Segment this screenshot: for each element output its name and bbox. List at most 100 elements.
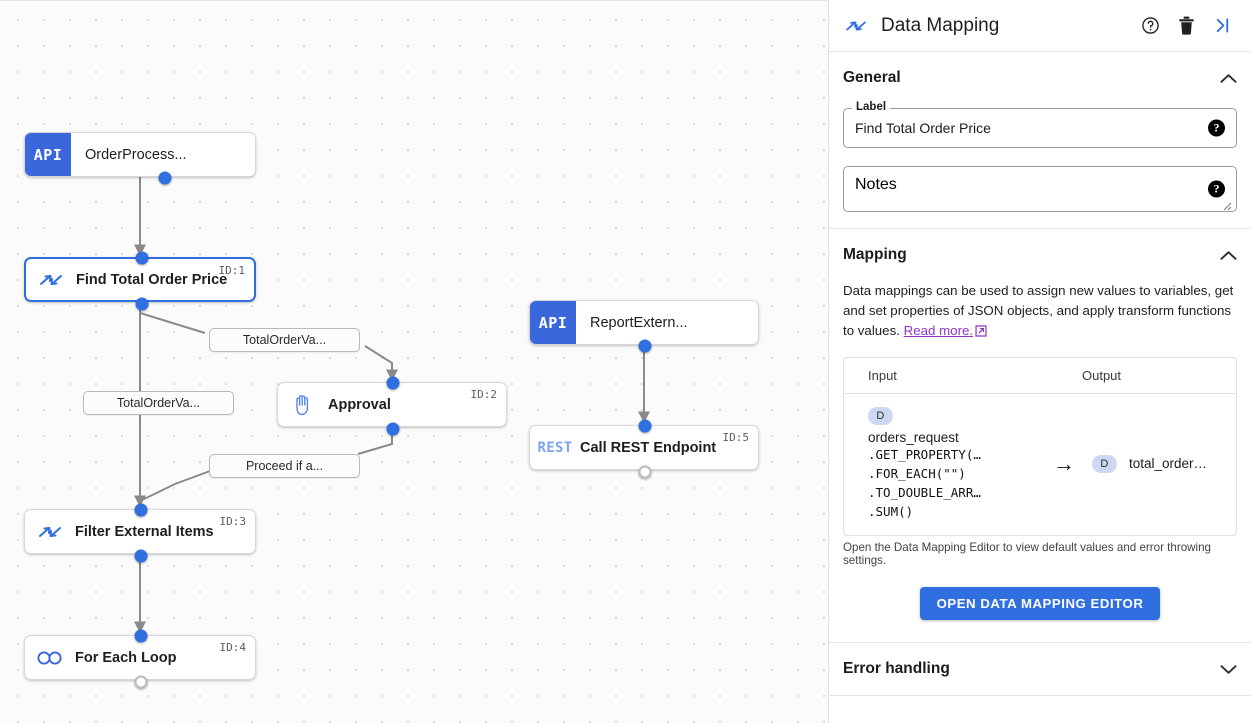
node-label: Filter External Items [75,523,214,540]
node-approval[interactable]: Approval ID:2 [277,376,507,436]
edge-label-text: TotalOrderVa... [242,333,327,347]
node-label: Approval [328,396,391,413]
node-input-port[interactable] [134,629,148,643]
mapping-table-row[interactable]: D orders_request .GET_PROPERTY(… .FOR_EA… [844,394,1236,535]
node-report-external[interactable]: API ReportExtern... [529,300,759,353]
loop-icon [25,636,75,679]
node-id-badge: ID:4 [219,641,247,654]
section-divider [829,228,1251,229]
api-badge: API [530,301,576,344]
workflow-canvas[interactable]: API OrderProcess... Find Total Order Pri… [0,0,828,723]
rest-icon: REST [530,426,580,469]
help-circle-icon[interactable] [1135,11,1165,41]
node-output-port[interactable] [638,465,652,479]
mapping-description-text: Data mappings can be used to assign new … [843,283,1234,338]
node-output-port[interactable] [386,422,400,436]
node-label: Call REST Endpoint [580,439,717,456]
section-mapping: Mapping Data mappings can be used to ass… [829,229,1251,642]
read-more-link[interactable]: Read more. [903,323,974,338]
hand-icon [278,383,328,426]
input-chain-line: .SUM() [868,504,914,519]
label-field[interactable]: Label Find Total Order Price ? [843,101,1237,148]
label-field-value: Find Total Order Price [855,120,991,136]
help-icon[interactable]: ? [1208,119,1225,137]
node-input-port[interactable] [134,503,148,517]
node-output-port[interactable] [638,339,652,353]
external-link-icon[interactable] [975,323,987,343]
input-chain-line: .GET_PROPERTY(… [868,447,981,462]
properties-panel: Data Mapping [828,0,1251,723]
chevron-down-icon[interactable] [1220,664,1237,675]
section-title: Error handling [843,660,950,677]
node-label: OrderProcess... [85,146,187,163]
datatype-badge: D [1092,454,1117,473]
node-output-port[interactable] [134,675,148,689]
edge-label-total-order-value-2[interactable]: TotalOrderVa... [83,391,234,415]
section-general: General Label Find Total Order Price ? N… [829,52,1251,228]
help-icon[interactable]: ? [1208,180,1225,198]
mapping-table-header: Input Output [844,358,1236,394]
mapping-output-cell: D total_order… [1086,454,1236,473]
node-order-process[interactable]: API OrderProcess... [24,132,256,185]
mapping-arrow-icon: → [1053,450,1075,476]
column-header-output: Output [1082,368,1122,383]
api-badge: API [25,133,71,176]
mapping-table: Input Output D orders_request .GET_PROPE… [843,357,1237,536]
section-mapping-header[interactable]: Mapping [843,229,1237,281]
node-find-total-order-price[interactable]: Find Total Order Price ID:1 [24,251,256,311]
node-output-port[interactable] [134,549,148,563]
edge-label-text: Proceed if a... [245,459,324,473]
datatype-badge: D [868,407,893,425]
panel-header: Data Mapping [829,0,1251,52]
workflow-edges [134,177,650,634]
section-general-header[interactable]: General [843,52,1237,104]
collapse-panel-icon[interactable] [1207,11,1237,41]
chevron-up-icon[interactable] [1220,250,1237,261]
node-call-rest-endpoint[interactable]: REST Call REST Endpoint ID:5 [529,419,759,479]
mapping-description: Data mappings can be used to assign new … [843,281,1237,357]
data-mapping-icon [26,259,76,300]
rest-badge-label: REST [537,439,573,456]
mapping-note: Open the Data Mapping Editor to view def… [843,541,1211,567]
input-chain-line: .TO_DOUBLE_ARR… [868,485,981,500]
node-for-each-loop[interactable]: For Each Loop ID:4 [24,629,256,689]
spacer [843,620,1237,642]
trash-icon[interactable] [1171,11,1201,41]
resize-grip-icon[interactable] [1222,198,1232,211]
open-data-mapping-editor-button[interactable]: OPEN DATA MAPPING EDITOR [919,587,1161,620]
chevron-up-icon[interactable] [1220,73,1237,84]
node-label: ReportExtern... [590,314,688,331]
node-output-port[interactable] [135,297,149,311]
output-variable-name: total_order… [1129,456,1208,471]
node-label: Find Total Order Price [76,271,228,288]
node-id-badge: ID:1 [218,264,246,277]
data-mapping-icon [25,510,75,553]
notes-field[interactable]: Notes ? [843,166,1237,212]
edge-label-text: TotalOrderVa... [116,396,201,410]
section-divider [829,642,1251,643]
label-field-legend: Label [852,101,891,113]
section-divider [829,695,1251,696]
notes-placeholder: Notes [855,176,897,193]
data-mapping-icon [845,18,867,34]
section-error-handling: Error handling [829,643,1251,695]
node-label: For Each Loop [75,649,177,666]
node-input-port[interactable] [135,251,149,265]
column-header-input: Input [868,368,897,383]
node-id-badge: ID:5 [722,431,750,444]
section-title: Mapping [843,246,907,263]
node-filter-external-items[interactable]: Filter External Items ID:3 [24,503,256,563]
edge-label-proceed-if[interactable]: Proceed if a... [209,454,360,478]
node-id-badge: ID:3 [219,515,247,528]
edge-label-total-order-value-1[interactable]: TotalOrderVa... [209,328,360,352]
node-id-badge: ID:2 [470,388,498,401]
panel-title: Data Mapping [881,14,1000,36]
section-error-handling-header[interactable]: Error handling [843,643,1237,695]
input-chain-line: .FOR_EACH("") [868,466,966,481]
mapping-input-cell: D orders_request .GET_PROPERTY(… .FOR_EA… [844,406,1042,521]
node-input-port[interactable] [386,376,400,390]
input-variable-name: orders_request [868,430,959,445]
node-output-port[interactable] [158,171,172,185]
section-title: General [843,69,901,86]
node-input-port[interactable] [638,419,652,433]
